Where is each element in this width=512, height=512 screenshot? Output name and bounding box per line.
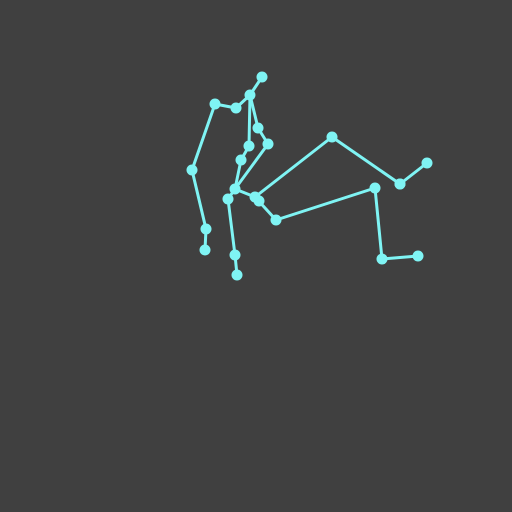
joint-knee-right — [326, 131, 338, 143]
bone-j17-j18 — [330, 135, 402, 186]
bone-j9-j11 — [233, 142, 270, 191]
joint-spine-upper — [252, 122, 264, 134]
joint-neck-top — [244, 89, 256, 101]
joint-pelvis — [229, 183, 241, 195]
joint-chest — [262, 138, 274, 150]
bone-j22-j23 — [373, 186, 384, 261]
bone-j18-j21 — [398, 161, 429, 186]
joint-spine-mid-b — [235, 154, 247, 166]
joint-left-elbow — [186, 164, 198, 176]
bone-j4-j5 — [190, 168, 208, 231]
bone-j3-j4 — [190, 102, 217, 172]
joint-left-hand — [199, 244, 211, 256]
joint-right-upper-thigh — [376, 253, 388, 265]
joint-toe-right — [270, 214, 282, 226]
bone-j23-j24 — [380, 254, 420, 261]
joint-hip-right — [253, 195, 265, 207]
joint-shin-joint — [421, 157, 433, 169]
bone-j15-j17 — [253, 135, 334, 199]
joint-thigh-joint — [394, 178, 406, 190]
joint-left-shoulder-inner — [230, 102, 242, 114]
skeleton-joints — [186, 71, 433, 281]
joint-left-shoulder — [209, 98, 221, 110]
joint-right-hip-base — [369, 182, 381, 194]
joint-spine-mid-a — [243, 140, 255, 152]
joint-hip-left — [222, 193, 234, 205]
joint-j24 — [412, 250, 424, 262]
joint-left-wrist — [200, 223, 212, 235]
joint-ankle-left — [231, 269, 243, 281]
joint-head-tip — [256, 71, 268, 83]
bone-j1-j8 — [247, 93, 252, 148]
bone-j12-j13 — [226, 197, 237, 257]
bone-j19-j22 — [274, 186, 377, 222]
joint-knee-left — [229, 249, 241, 261]
